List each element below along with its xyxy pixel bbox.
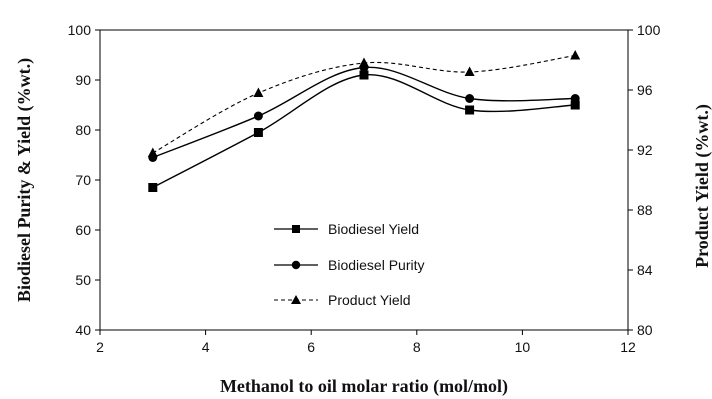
y-tick-label-left: 100 [68,22,92,38]
y-tick-label-right: 88 [637,202,653,218]
y-tick-label-left: 60 [75,222,91,238]
y-tick-label-left: 40 [75,322,91,338]
data-point-biodiesel-yield [253,128,263,137]
series-line-biodiesel-yield [152,74,576,189]
y-axis-title-left: Biodiesel Purity & Yield (%wt.) [14,58,35,302]
data-point-biodiesel-yield [465,105,475,115]
data-point-biodiesel-yield [148,183,158,192]
x-tick-label: 10 [515,339,531,355]
data-point-biodiesel-yield [570,100,580,110]
legend-marker-square [292,225,300,233]
data-point-product-yield [359,57,369,67]
x-axis-title: Methanol to oil molar ratio (mol/mol) [220,376,508,397]
y-tick-label-left: 70 [75,172,91,188]
data-point-product-yield [253,87,264,97]
y-tick-label-right: 80 [637,322,653,338]
data-point-product-yield [464,66,475,76]
data-point-product-yield [147,147,158,157]
y-tick-label-right: 96 [637,82,653,98]
series-markers [147,50,581,192]
y-axis-title-right: Product Yield (%wt.) [692,104,712,268]
x-tick-label: 12 [620,339,636,355]
legend-marker-triangle [291,295,301,304]
legend-label-biodiesel-yield: Biodiesel Yield [328,221,419,237]
x-tick-label: 8 [413,339,421,355]
y-tick-label-right: 100 [637,22,661,38]
y-tick-label-left: 50 [75,272,91,288]
y-tick-label-left: 80 [75,122,91,138]
series-line-biodiesel-purity [152,66,576,159]
data-point-biodiesel-yield [359,70,369,80]
data-point-biodiesel-purity [465,94,475,103]
data-point-biodiesel-purity [570,94,580,103]
legend-label-product-yield: Product Yield [328,292,411,308]
axis-ticks: 2 4 6 8 10 12 40 50 60 70 80 90 100 80 84 88 92 96 100 [68,22,661,355]
y-tick-label-left: 90 [75,72,91,88]
x-tick-label: 2 [96,339,104,355]
y-tick-label-right: 84 [637,262,653,278]
x-tick-label: 6 [307,339,315,355]
legend-marker-circle [291,260,301,270]
legend-label-biodiesel-purity: Biodiesel Purity [328,257,425,273]
legend: Biodiesel Yield Biodiesel Purity Product… [274,221,425,308]
data-point-biodiesel-purity [253,111,263,121]
y-tick-label-right: 92 [637,142,653,158]
data-point-product-yield [570,50,581,60]
x-tick-label: 4 [202,339,210,355]
